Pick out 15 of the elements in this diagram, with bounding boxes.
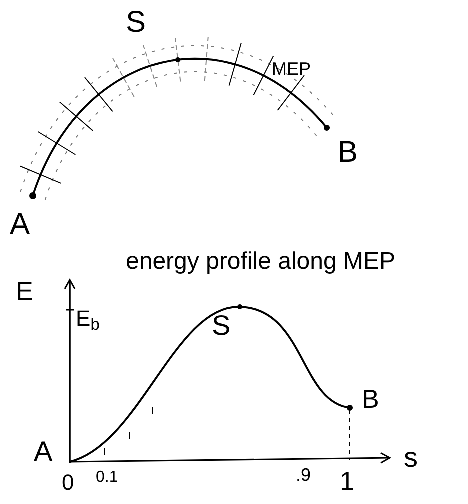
point-label: B <box>338 138 358 168</box>
point-label: B <box>362 386 380 412</box>
path-label: MEP <box>272 60 312 78</box>
axis-tick-label: E$_{b}$ <box>76 308 100 330</box>
axis-tick-label: 0 <box>62 472 74 494</box>
saddle-point-label: S <box>126 8 146 38</box>
axis-tick-label: .9 <box>296 466 312 484</box>
point-label: A <box>34 438 53 466</box>
plot-title: energy profile along MEP <box>126 250 396 274</box>
saddle-point-label: S <box>212 312 231 340</box>
axis-label: E <box>16 278 34 304</box>
axis-tick-label: 1 <box>340 468 354 494</box>
axis-label: s <box>404 444 418 472</box>
point-label: A <box>10 210 30 240</box>
axis-tick-label: 0.1 <box>96 470 118 486</box>
